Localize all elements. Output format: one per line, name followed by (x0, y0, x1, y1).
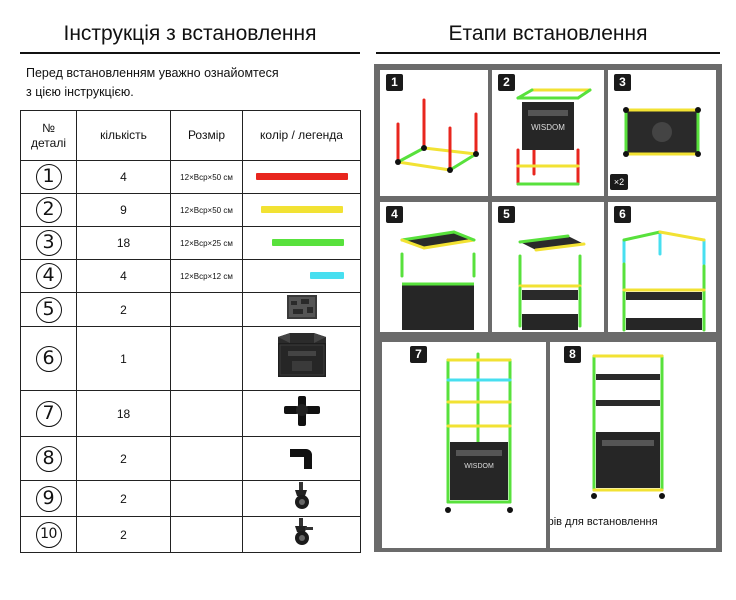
steps-title: Етапи встановлення (448, 22, 648, 45)
step-4-panel: 4 (380, 202, 488, 332)
part-number: 6 (35, 345, 62, 372)
part-quantity: 9 (76, 193, 171, 227)
part-size: 12×Вср×50 см (170, 193, 243, 227)
part-quantity: 18 (76, 226, 171, 260)
four-way-connector-icon (283, 396, 320, 426)
step-3-illustration (623, 107, 701, 157)
step-number: 6 (614, 206, 631, 223)
caster-wheel-brake-icon (294, 518, 313, 545)
table-row: 9 2 (20, 480, 361, 517)
step-number: 8 (564, 346, 581, 363)
step-8-illustration (591, 354, 665, 499)
step-3-panel: 3 ×2 (608, 70, 716, 196)
header-size: Розмір (170, 110, 243, 161)
assembly-note: Увага: кольоровий список аксесуарів для … (550, 516, 658, 528)
step-6-panel: 6 (608, 202, 716, 332)
instructions-title: Інструкція з встановлення (63, 22, 317, 45)
part-quantity: 2 (76, 436, 171, 481)
table-row: 3 18 12×Вср×25 см (20, 226, 361, 260)
step-5-panel: 5 (492, 202, 604, 332)
step-1-illustration (395, 98, 479, 173)
header-legend: колір / легенда (242, 110, 361, 161)
step-number: 3 (614, 74, 631, 91)
title-underline-right (376, 52, 720, 54)
part-number: 2 (35, 197, 62, 223)
intro-line-2: з цією інструкцією. (26, 85, 134, 99)
quantity-multiplier-badge: ×2 (610, 174, 628, 190)
table-row: 8 2 (20, 436, 361, 481)
step-8-panel: 8 Увага: кольоровий список аксесуарів дл… (550, 342, 716, 548)
table-row: 6 1 (20, 326, 361, 391)
step-4-illustration (400, 230, 476, 330)
table-row: 1 4 12×Вср×50 см (20, 160, 361, 194)
caster-wheel-icon (294, 482, 309, 509)
part-size: 12×Вср×25 см (170, 226, 243, 260)
part-quantity: 18 (76, 390, 171, 437)
step-number: 7 (410, 346, 427, 363)
storage-box-icon (277, 333, 326, 377)
elbow-connector-icon (289, 449, 312, 469)
part-quantity: 2 (76, 292, 171, 327)
table-row: 5 2 (20, 292, 361, 327)
assembly-steps-panel: 1 2 (374, 64, 722, 552)
box-brand-label: WISDOM (531, 123, 565, 132)
header-part-number: № деталі (20, 110, 77, 161)
part-quantity: 2 (76, 480, 171, 517)
box-brand-label: WISDOM (464, 463, 494, 470)
table-row: 10 2 (20, 516, 361, 553)
table-row: 4 4 12×Вср×12 см (20, 259, 361, 293)
part-number: 3 (35, 230, 62, 256)
step-number: 4 (386, 206, 403, 223)
step-number: 1 (386, 74, 403, 91)
yellow-tube-legend (260, 206, 343, 214)
step-2-illustration: WISDOM (516, 88, 592, 186)
intro-text: Перед встановленням уважно ознайомтеся з… (26, 64, 356, 102)
part-quantity: 4 (76, 160, 171, 194)
step-6-illustration (622, 230, 706, 332)
intro-line-1: Перед встановленням уважно ознайомтеся (26, 66, 279, 80)
title-underline-left (20, 52, 360, 54)
green-tube-legend (272, 239, 344, 247)
part-number: 8 (35, 445, 62, 472)
part-size: 12×Вср×12 см (170, 259, 243, 293)
table-row: 7 18 (20, 390, 361, 437)
part-number: 5 (35, 296, 62, 323)
parts-table: № деталі кількість Розмір колір / легенд… (20, 110, 361, 553)
parts-table-header: № деталі кількість Розмір колір / легенд… (20, 110, 361, 161)
step-7-illustration: WISDOM (445, 352, 513, 513)
step-number: 5 (498, 206, 515, 223)
part-number: 9 (35, 485, 62, 512)
shelf-panel-icon (286, 295, 317, 319)
step-5-illustration (518, 234, 586, 330)
part-number: 10 (35, 521, 62, 548)
cyan-tube-legend (310, 272, 344, 280)
part-number: 4 (35, 263, 62, 289)
part-quantity: 2 (76, 516, 171, 553)
part-quantity: 4 (76, 259, 171, 293)
red-tube-legend (255, 173, 348, 181)
header-quantity: кількість (76, 110, 171, 161)
step-7-panel: 7 WISDOM (382, 342, 546, 548)
step-1-panel: 1 (380, 70, 488, 196)
part-number: 1 (35, 164, 62, 190)
part-number: 7 (35, 400, 62, 427)
table-row: 2 9 12×Вср×50 см (20, 193, 361, 227)
step-2-panel: 2 WISDOM (492, 70, 604, 196)
step-number: 2 (498, 74, 515, 91)
part-size: 12×Вср×50 см (170, 160, 243, 194)
part-quantity: 1 (76, 326, 171, 391)
